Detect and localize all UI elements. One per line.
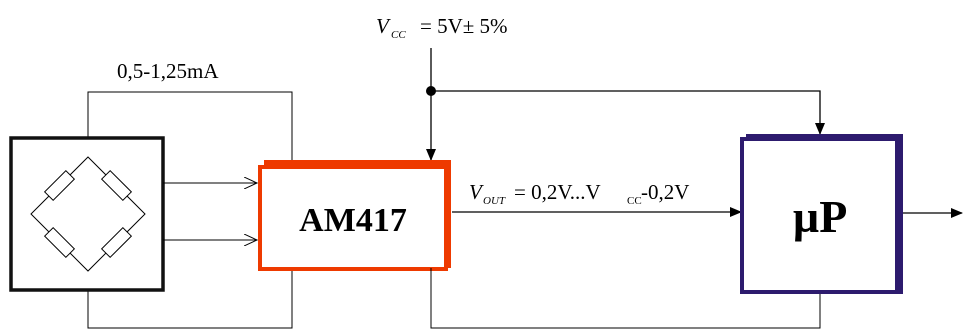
supply-voltage-label: V CC = 5V± 5% — [376, 14, 508, 41]
current-label: 0,5-1,25mA — [117, 59, 219, 83]
processor-box — [740, 137, 899, 294]
output-value-subscript: CC — [627, 195, 642, 207]
excitation-return-wire — [87, 270, 293, 329]
amplifier-block: AM417 — [258, 160, 451, 271]
sensor-box — [9, 136, 165, 292]
output-symbol: V — [469, 180, 484, 204]
processor-block: µP — [740, 134, 903, 294]
processor-label: µP — [793, 191, 848, 242]
supply-to-processor-wire — [431, 90, 825, 135]
excitation-current-wire — [87, 91, 293, 164]
amplifier-label: AM417 — [299, 202, 407, 239]
output-value-end: -0,2V — [641, 180, 689, 204]
output-subscript: OUT — [483, 195, 506, 207]
supply-value: = 5V± 5% — [420, 14, 508, 38]
output-voltage-label: V OUT = 0,2V...V CC -0,2V — [469, 180, 689, 207]
output-value-start: = 0,2V...V — [514, 180, 601, 204]
wheatstone-bridge-icon — [30, 156, 146, 272]
supply-symbol: V — [376, 14, 391, 38]
sensor-block — [9, 136, 165, 292]
ground-return-wire — [430, 268, 821, 329]
amplifier-box — [258, 165, 448, 271]
supply-subscript: CC — [391, 29, 406, 41]
